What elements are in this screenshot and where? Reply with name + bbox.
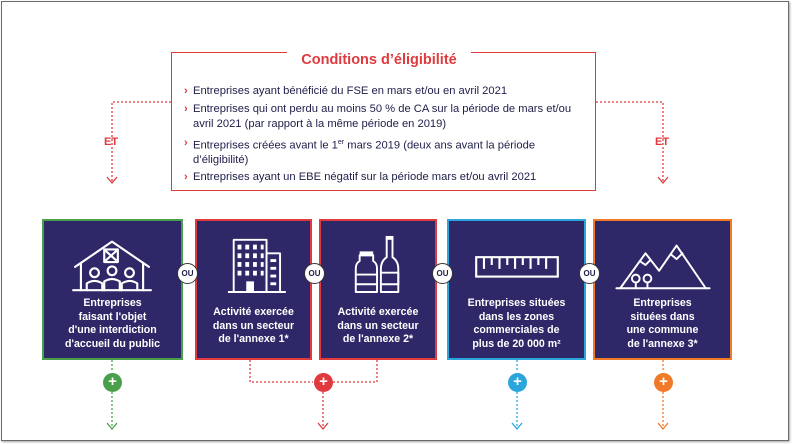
- chevron-right-icon: ›: [184, 85, 188, 97]
- ruler-icon: [475, 256, 559, 278]
- et-right-arrow: [657, 176, 669, 185]
- card-commercial-zones: Entreprises situées dans les zones comme…: [447, 219, 586, 360]
- card-label: Activité exercée dans un secteur de l'an…: [337, 306, 419, 345]
- card-annex-1: Activité exercée dans un secteur de l'an…: [195, 219, 312, 360]
- et-right-line: [596, 101, 664, 182]
- condition-text: Entreprises ayant bénéficié du FSE en ma…: [193, 85, 508, 97]
- et-label-left: ET: [104, 136, 119, 148]
- chevron-right-icon: ›: [184, 171, 188, 183]
- card-label: Entreprises situées dans les zones comme…: [467, 297, 566, 350]
- condition-superscript: er: [337, 139, 345, 146]
- condition-item-3: › Entreprises créées avant le 1er mars 2…: [184, 136, 588, 168]
- mountains-icon: [615, 244, 711, 290]
- bottles-icon: [354, 235, 400, 293]
- ou-connector-4: OU: [579, 263, 600, 284]
- card-annex-3: Entreprises situées dans une commune de …: [593, 219, 732, 360]
- office-building-icon: [227, 238, 286, 293]
- card-annex-2: Activité exercée dans un secteur de l'an…: [319, 219, 437, 360]
- public-building-people-icon: [72, 240, 152, 292]
- orange-arrow: [657, 422, 669, 431]
- card-public-ban: Entreprises faisant l'objet d'une interd…: [42, 219, 183, 360]
- red-bracket: [249, 360, 378, 428]
- card-label: Activité exercée dans un secteur de l'an…: [212, 306, 295, 345]
- condition-text: Entreprises qui ont perdu au moins 50 % …: [193, 103, 572, 130]
- et-label-right: ET: [655, 136, 670, 148]
- plus-icon-green: +: [103, 373, 122, 392]
- green-arrow: [106, 422, 118, 431]
- plus-icon-orange: +: [654, 373, 673, 392]
- condition-item-1: › Entreprises ayant bénéficié du FSE en …: [184, 84, 588, 99]
- et-left-line: [111, 101, 171, 182]
- card-label: Entreprises faisant l'objet d'une interd…: [65, 297, 160, 350]
- ou-connector-1: OU: [177, 263, 198, 284]
- chevron-right-icon: ›: [184, 137, 188, 149]
- et-left-arrow: [106, 176, 118, 185]
- condition-item-4: › Entreprises ayant un EBE négatif sur l…: [184, 170, 588, 185]
- ou-connector-2: OU: [304, 263, 325, 284]
- blue-arrow: [511, 422, 523, 431]
- condition-text-end: mars 2019 (deux ans avant la période d’é…: [193, 139, 536, 167]
- red-arrow: [317, 422, 329, 431]
- condition-text: Entreprises ayant un EBE négatif sur la …: [193, 171, 537, 183]
- conditions-title: Conditions d’éligibilité: [287, 49, 471, 71]
- condition-item-2: › Entreprises qui ont perdu au moins 50 …: [184, 102, 588, 131]
- card-label: Entreprises situées dans une commune de …: [626, 297, 699, 350]
- condition-text-start: Entreprises créées avant le 1: [193, 139, 338, 152]
- ou-connector-3: OU: [432, 263, 453, 284]
- chevron-right-icon: ›: [184, 103, 188, 115]
- plus-icon-blue: +: [508, 373, 527, 392]
- conditions-box: [171, 52, 596, 191]
- plus-icon-red: +: [314, 373, 333, 392]
